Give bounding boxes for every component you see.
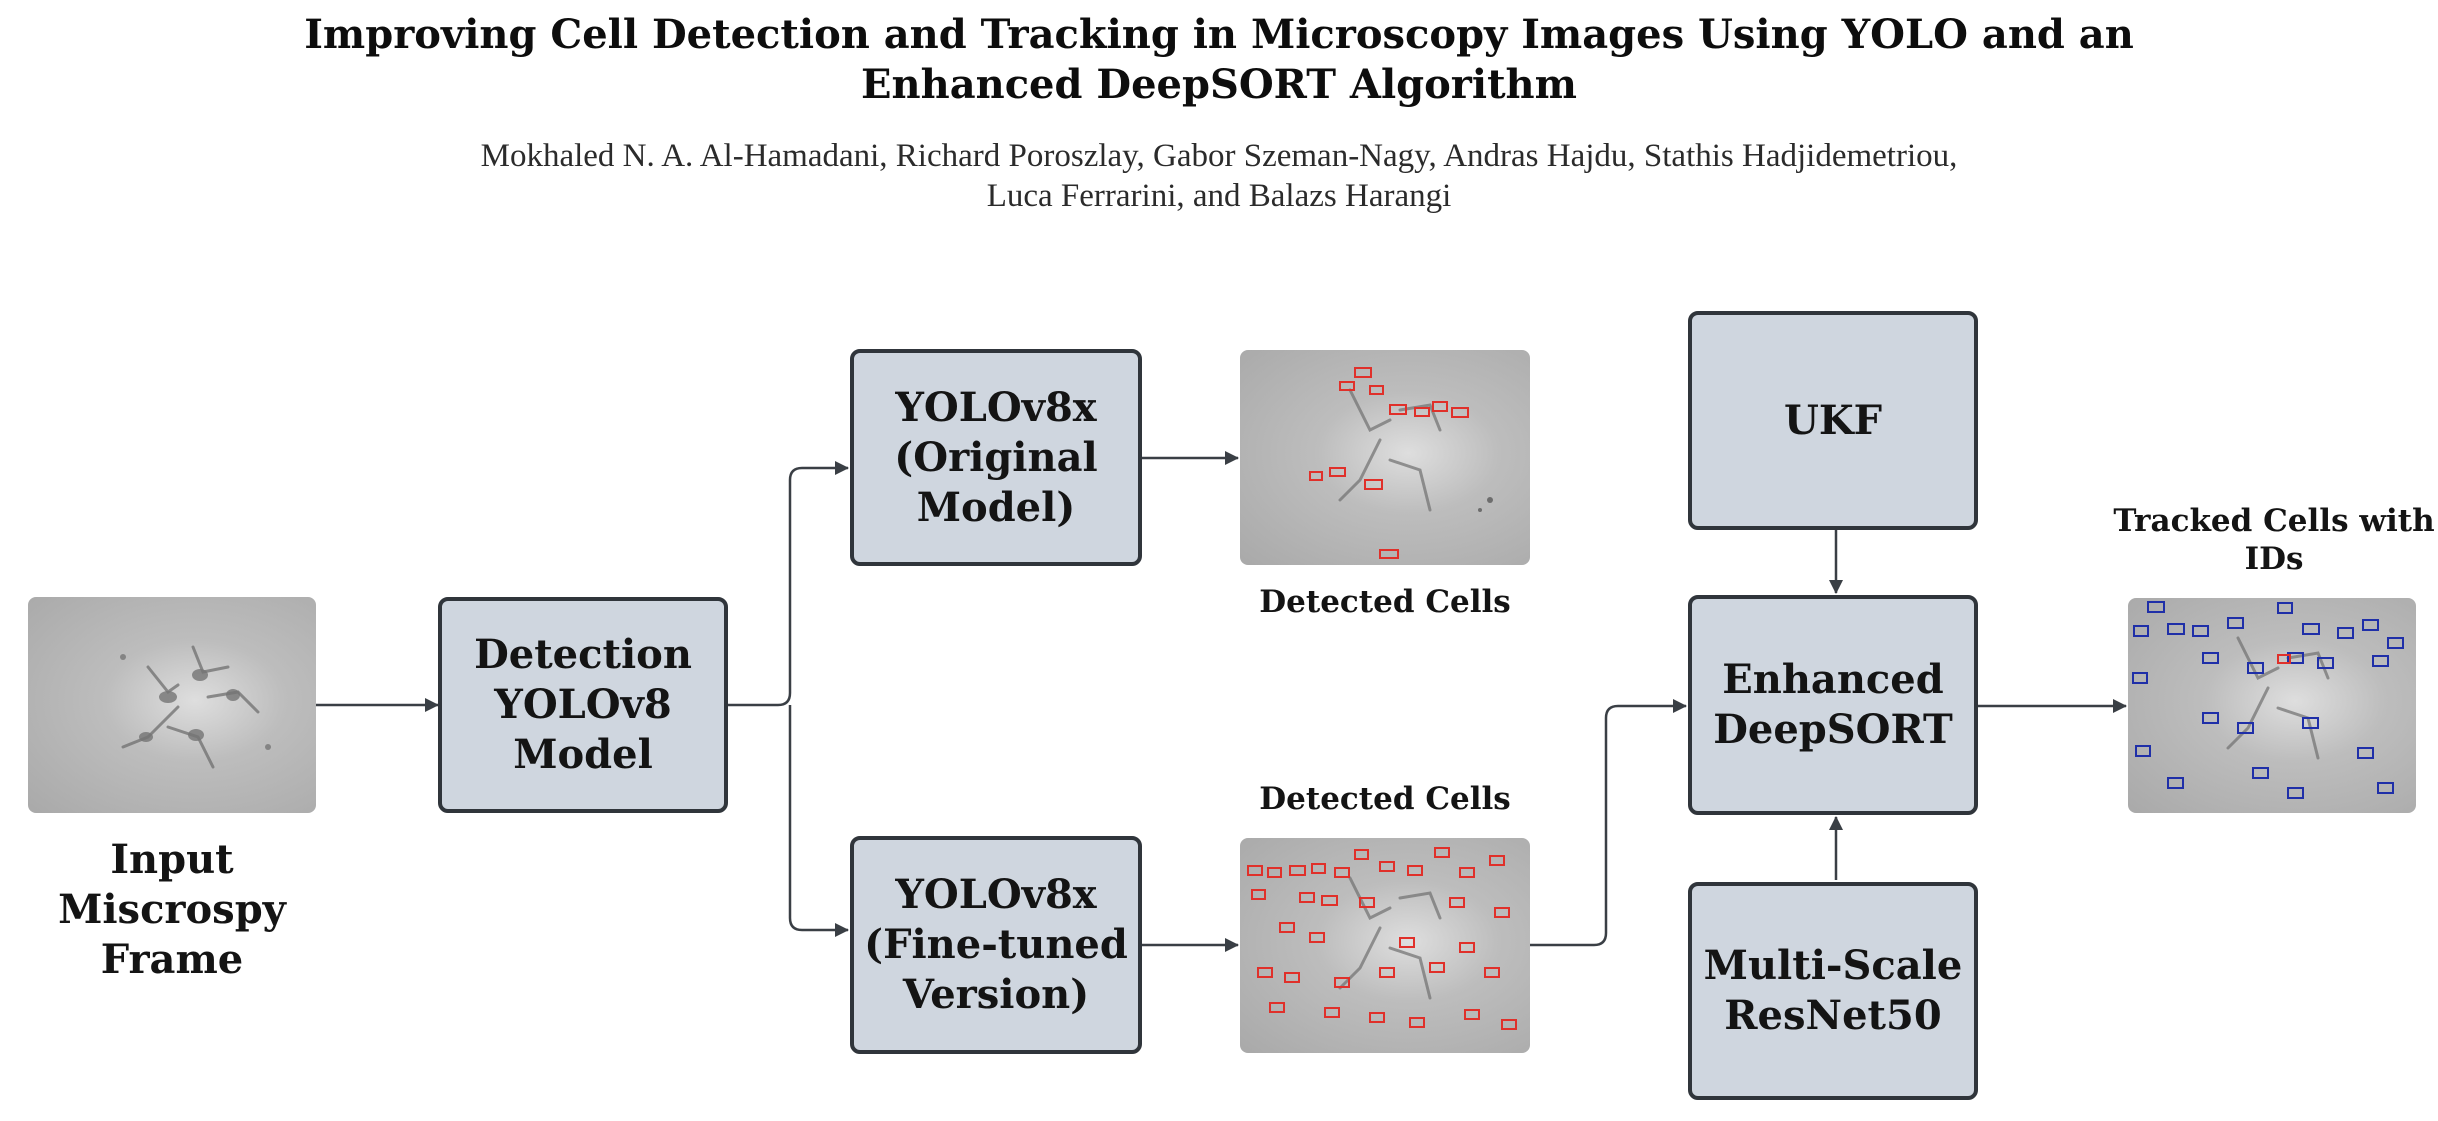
detection-node-line-2: YOLOv8 <box>494 681 672 728</box>
detected-cells-finetuned-image <box>1240 838 1530 1053</box>
resnet-node-line-1: Multi-Scale <box>1703 942 1963 989</box>
input-caption-line-2: Frame <box>100 936 244 983</box>
cell-image-detected-finetuned <box>1247 847 1517 1030</box>
tracked-caption-line-2: IDs <box>2244 541 2304 577</box>
resnet-node-line-2: ResNet50 <box>1724 992 1942 1039</box>
input-frame-caption: Input Miscrospy Frame <box>0 835 344 985</box>
yolov8x-original-node: YOLOv8x (Original Model) <box>850 349 1142 566</box>
arrow-detected-to-deepsort <box>1530 699 1687 947</box>
detection-node-line-3: Model <box>513 731 653 778</box>
ukf-node: UKF <box>1688 311 1978 530</box>
tracked-caption-line-1: Tracked Cells with <box>2113 503 2435 539</box>
finetuned-node-line-1: YOLOv8x <box>895 871 1097 918</box>
detected-cells-bottom-caption: Detected Cells <box>1259 781 1511 817</box>
detected-cells-top-caption: Detected Cells <box>1259 584 1511 620</box>
ukf-node-label: UKF <box>1783 396 1883 444</box>
arrow-detection-to-original <box>728 461 849 707</box>
author-list: Mokhaled N. A. Al-Hamadani, Richard Poro… <box>0 136 2438 216</box>
title-line-1: Improving Cell Detection and Tracking in… <box>304 11 2134 58</box>
deepsort-node-line-1: Enhanced <box>1722 656 1944 703</box>
tracked-cells-image <box>2128 598 2416 813</box>
input-microscopy-image <box>28 597 316 813</box>
cell-image-tracked <box>2132 601 2404 799</box>
detected-cells-original-image <box>1240 350 1530 565</box>
enhanced-deepsort-node: Enhanced DeepSORT <box>1688 595 1978 815</box>
finetuned-node-line-2: (Fine-tuned <box>864 921 1128 968</box>
authors-line-1: Mokhaled N. A. Al-Hamadani, Richard Poro… <box>480 138 1958 174</box>
cell-image-input <box>120 645 271 769</box>
detection-yolov8-node: Detection YOLOv8 Model <box>438 597 728 813</box>
original-node-line-3: Model) <box>916 483 1076 531</box>
original-node-line-1: YOLOv8x <box>895 383 1097 431</box>
paper-title: Improving Cell Detection and Tracking in… <box>0 10 2438 110</box>
deepsort-node-line-2: DeepSORT <box>1713 706 1953 753</box>
input-caption-line-1: Input Miscrospy <box>58 836 286 933</box>
arrow-detection-to-finetuned <box>788 704 849 937</box>
title-line-2: Enhanced DeepSORT Algorithm <box>861 61 1577 108</box>
detection-node-line-1: Detection <box>474 631 692 678</box>
tracked-cells-caption: Tracked Cells with IDs <box>2110 502 2438 578</box>
yolov8x-finetuned-node: YOLOv8x (Fine-tuned Version) <box>850 836 1142 1054</box>
original-node-line-2: (Original <box>894 433 1098 481</box>
authors-line-2: Luca Ferrarini, and Balazs Harangi <box>986 178 1452 214</box>
multiscale-resnet50-node: Multi-Scale ResNet50 <box>1688 882 1978 1100</box>
finetuned-node-line-3: Version) <box>902 971 1090 1018</box>
cell-image-detected-original <box>1309 367 1493 559</box>
